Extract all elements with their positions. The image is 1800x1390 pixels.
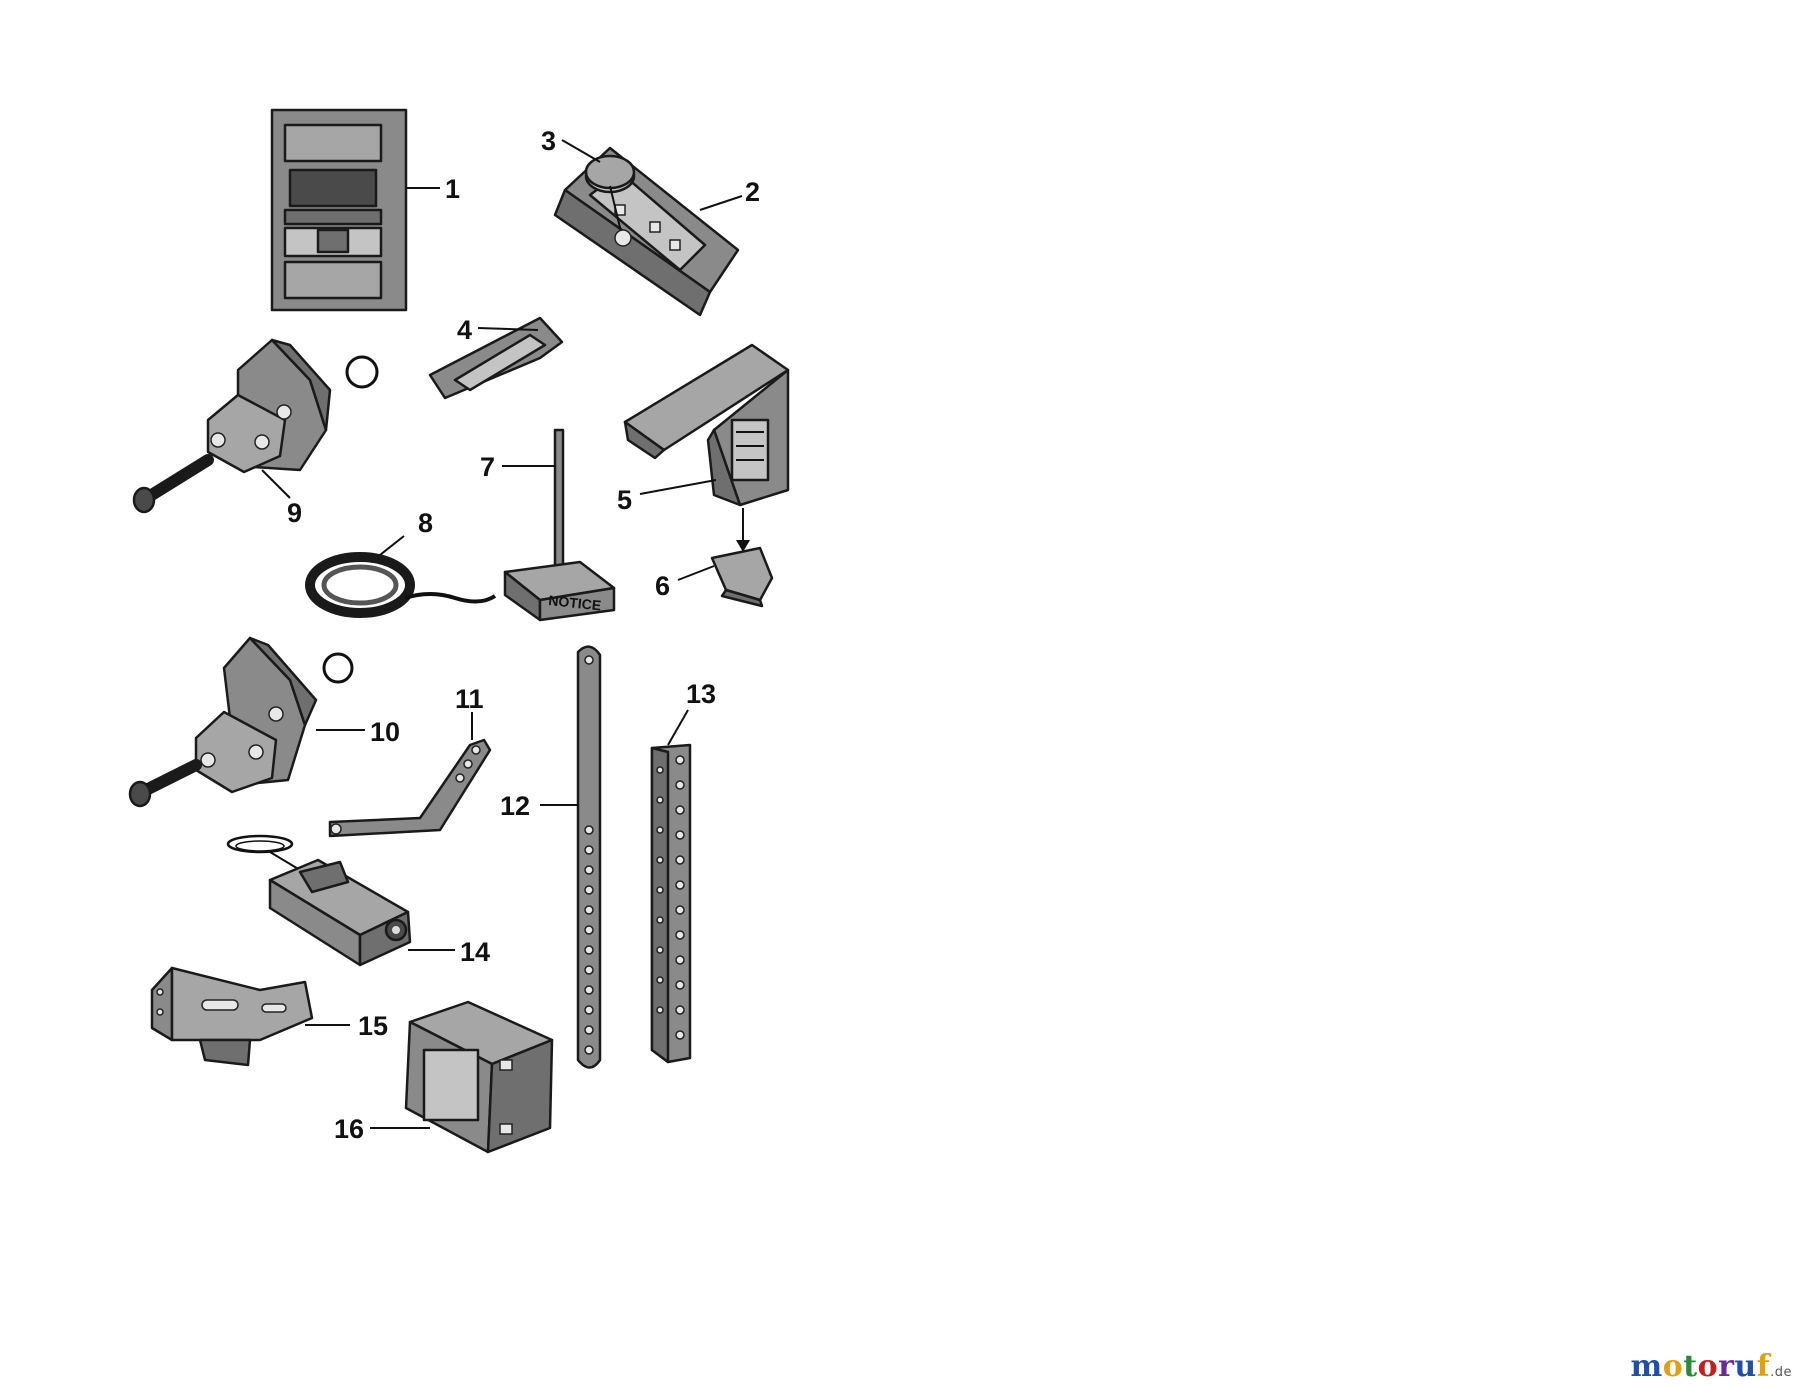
watermark-logo: motoruf.de xyxy=(1630,1349,1792,1384)
watermark-tld: .de xyxy=(1770,1365,1792,1380)
part-16-box xyxy=(404,1000,554,1154)
leader-lines xyxy=(261,139,743,1129)
callout-12: 12 xyxy=(500,791,530,821)
callout-2: 2 xyxy=(745,177,760,207)
callout-9: 9 xyxy=(287,498,302,528)
watermark-letter: f xyxy=(1756,1349,1771,1384)
part-1-wall-control xyxy=(270,108,408,312)
watermark-letter: r xyxy=(1718,1349,1735,1384)
part-10-door-bracket xyxy=(128,636,354,808)
callout-6: 6 xyxy=(655,571,670,601)
callout-1: 1 xyxy=(445,174,460,204)
part-4-visor-clip xyxy=(428,316,564,400)
callout-13: 13 xyxy=(686,679,716,709)
part-13-angle-iron xyxy=(650,743,692,1064)
callout-3: 3 xyxy=(541,126,556,156)
part-2-remote-transmitter xyxy=(553,146,740,317)
part-6-keypad-cover xyxy=(710,508,774,608)
callout-labels: 1 2 3 4 5 6 7 8 9 10 11 12 13 14 15 16 xyxy=(287,126,760,1144)
part-8-wire-coil xyxy=(305,552,497,618)
part-12-straight-door-arm xyxy=(576,645,602,1069)
part-3-battery xyxy=(584,154,636,247)
watermark-letter: o xyxy=(1697,1349,1719,1384)
watermark-letter: t xyxy=(1683,1349,1698,1384)
part-11-curved-door-arm xyxy=(328,738,492,838)
callout-14: 14 xyxy=(460,937,490,967)
callout-7: 7 xyxy=(480,452,495,482)
part-7-notice-tag: NOTICE xyxy=(503,428,616,622)
watermark-letter: o xyxy=(1662,1349,1684,1384)
callout-15: 15 xyxy=(358,1011,388,1041)
watermark-wordmark: motoruf xyxy=(1630,1349,1770,1384)
callout-5: 5 xyxy=(617,485,632,515)
callout-4: 4 xyxy=(457,315,472,345)
part-5-keypad xyxy=(623,343,790,507)
watermark-letter: m xyxy=(1630,1349,1663,1384)
part-15-sensor-bracket xyxy=(150,966,314,1067)
part-14-safety-sensor xyxy=(226,834,412,967)
callout-8: 8 xyxy=(418,508,433,538)
callout-10: 10 xyxy=(370,717,400,747)
watermark-letter: u xyxy=(1734,1349,1757,1384)
callout-11: 11 xyxy=(455,684,484,714)
callout-16: 16 xyxy=(334,1114,364,1144)
part-9-header-bracket xyxy=(132,338,379,514)
notice-label: NOTICE xyxy=(548,592,602,613)
